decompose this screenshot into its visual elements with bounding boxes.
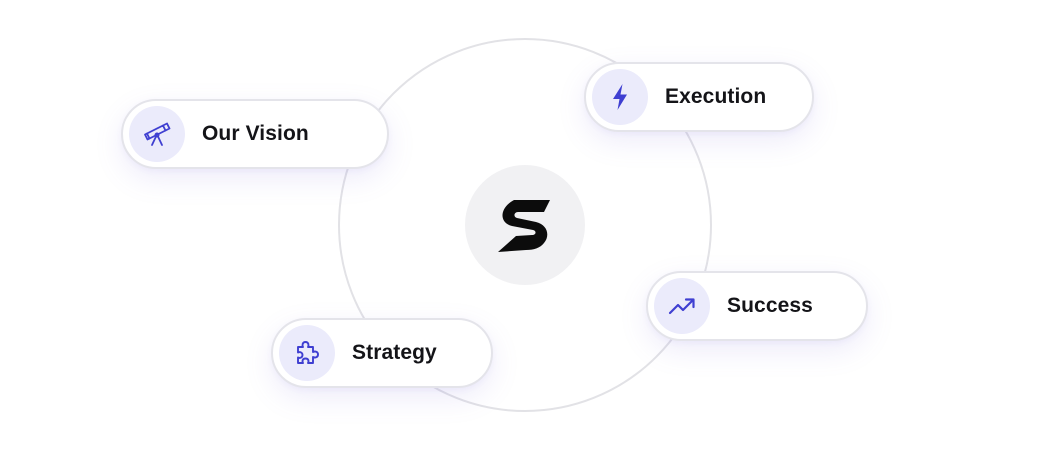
brand-s-logo-icon (498, 200, 550, 252)
node-label: Our Vision (202, 122, 309, 145)
node-label: Execution (665, 85, 767, 108)
puzzle-piece-icon (297, 341, 319, 364)
icon-badge (592, 69, 648, 125)
node-execution[interactable]: Execution (584, 62, 814, 132)
orbit-circle (338, 38, 712, 412)
node-label: Strategy (352, 341, 437, 364)
center-logo (465, 165, 585, 285)
lightning-bolt-icon (613, 84, 627, 110)
icon-badge (279, 325, 335, 381)
telescope-icon (144, 122, 171, 146)
trending-up-icon (668, 298, 695, 315)
icon-badge (129, 106, 185, 162)
icon-badge (654, 278, 710, 334)
node-strategy[interactable]: Strategy (271, 318, 493, 388)
node-our-vision[interactable]: Our Vision (121, 99, 389, 169)
node-success[interactable]: Success (646, 271, 868, 341)
node-label: Success (727, 294, 813, 317)
